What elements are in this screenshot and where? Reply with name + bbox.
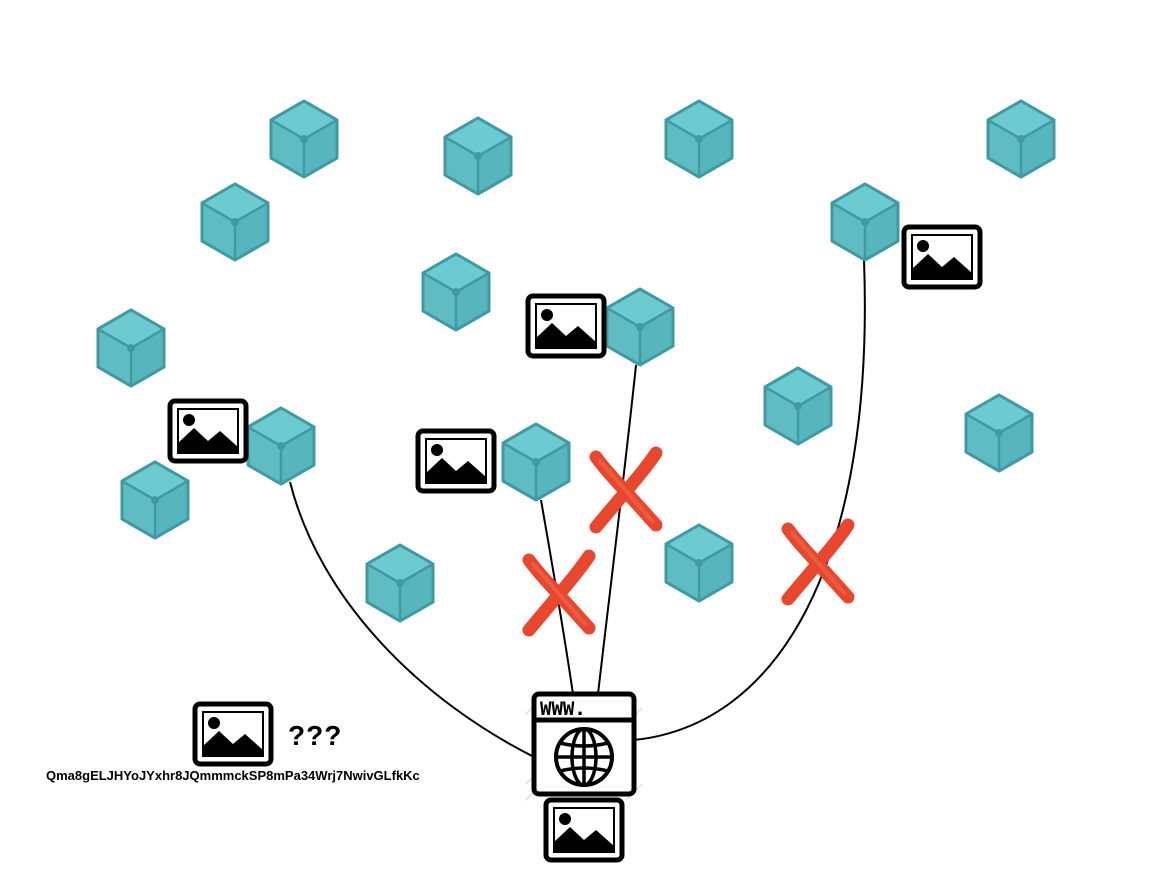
cross-icon [788,525,848,599]
cube-icon [763,366,833,446]
image-icon [546,800,622,860]
unknown-location-marker: ??? [288,720,343,751]
cube-icon [269,99,339,179]
cube-icon [246,406,316,486]
cube-icon [501,422,571,502]
cube-icon [200,182,270,262]
cube-icon [664,99,734,179]
cube-icon [986,99,1056,179]
cube-icon [421,252,491,332]
image-icon [195,704,271,764]
connection-line [289,481,537,759]
cube-icon [605,287,675,367]
browser-address-text: WWW. [540,698,586,720]
connection-line [633,259,866,741]
cube-icon [830,182,900,262]
connection-line [540,499,574,695]
connection-line [597,364,637,695]
cube-icon [120,460,190,540]
image-icon [170,401,246,461]
cube-icon [443,116,513,196]
content-id-label: Qma8gELJHYoJYxhr8JQmmmckSP8mPa34Wrj7Nwiv… [46,768,420,783]
cube-icon [964,393,1034,473]
globe-icon [554,727,614,787]
cube-icon [96,308,166,388]
image-icon [418,431,494,491]
browser-window: WWW. [525,691,643,801]
cross-icon [529,556,589,630]
image-icon [904,227,980,287]
cube-icon [664,523,734,603]
image-icon [528,296,604,356]
cube-icon [365,543,435,623]
